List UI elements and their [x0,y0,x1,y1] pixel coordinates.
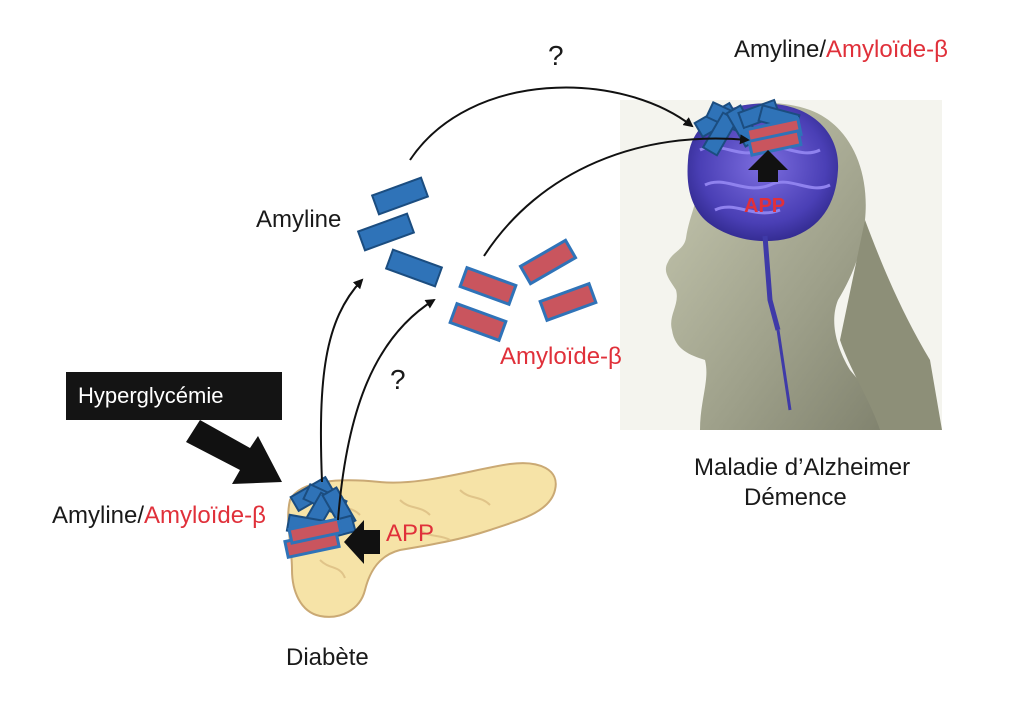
brain-title-amyloid: Amyloïde-β [826,36,948,63]
alzheimer-label-line1: Maladie d’Alzheimer [694,454,911,481]
question-mark-middle: ? [390,364,406,395]
brain-amyloid-bars [745,116,803,157]
diabete-label: Diabète [286,644,369,671]
free-amyline-monomers [356,176,444,288]
transport-arrows [319,86,750,521]
brain-app-label: APP [744,195,786,217]
brain-title: Amyline/Amyloïde-β [734,38,948,62]
pancreas-amyloid-bars [283,517,343,560]
hyperglycemia-arrow-icon [186,420,282,484]
amyline-label: Amyline [256,206,342,233]
brain-title-amyline: Amyline/ [734,36,827,63]
arrow-pancreas-to-amyline [319,278,364,483]
pancreas-app-label: APP [386,520,435,547]
question-mark-top: ? [548,40,564,71]
amyloid-label: Amyloïde-β [500,343,622,370]
pancreas-title-amyloid: Amyloïde-β [144,502,266,529]
pancreas-app-arrow-icon [344,520,380,564]
arrow-amyline-to-brain [409,86,694,161]
hyperglycemia-box: Hyperglycémie [66,372,282,420]
free-amyloid-monomers [448,238,598,343]
arrow-pancreas-to-amyloid [337,298,436,521]
pancreas-title-amyline: Amyline/ [52,502,145,529]
hyperglycemia-label: Hyperglycémie [78,383,224,408]
arrow-amyloid-to-brain [483,134,750,257]
brain-amyline-cluster [693,98,801,157]
pancreas-title: Amyline/Amyloïde-β [52,504,266,528]
alzheimer-label-line2: Démence [744,484,847,511]
brain-app-arrow-icon [748,150,788,182]
